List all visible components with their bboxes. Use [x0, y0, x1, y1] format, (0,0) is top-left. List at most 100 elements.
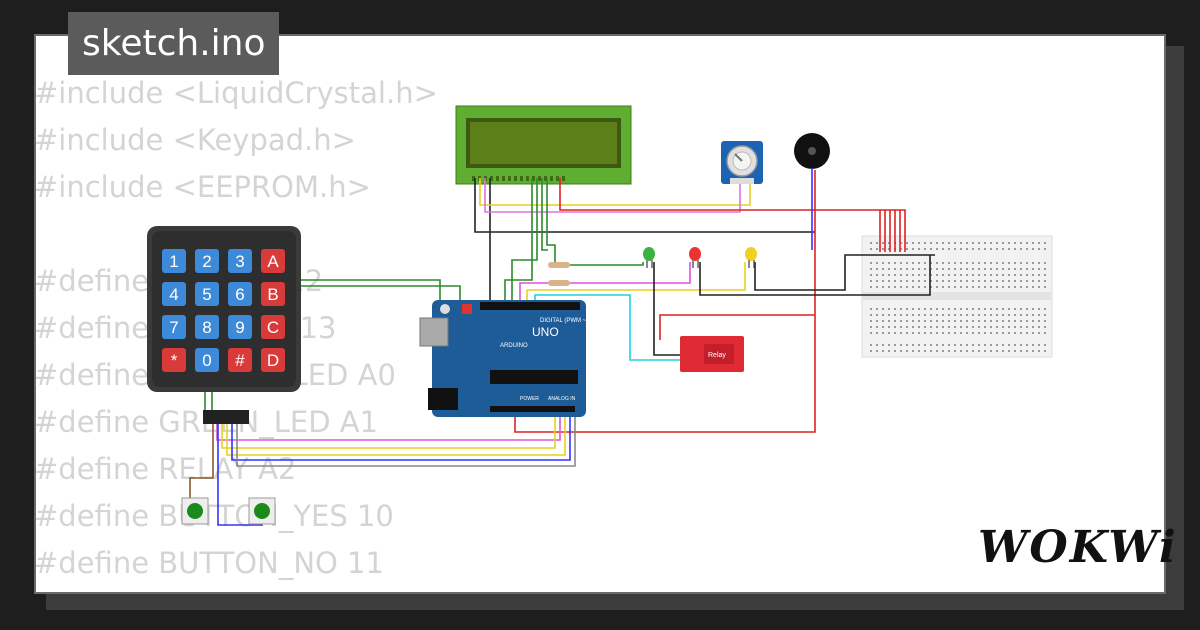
breadboard-hole — [1038, 280, 1040, 282]
lcd-display[interactable] — [455, 105, 632, 185]
keypad-key[interactable] — [228, 249, 252, 273]
breadboard-hole — [1002, 314, 1004, 316]
keypad-key[interactable] — [261, 282, 285, 306]
keypad-key[interactable] — [195, 315, 219, 339]
arduino-uno[interactable]: DIGITAL (PWM ~) UNO ARDUINO POWER ANALOG… — [419, 300, 588, 417]
breadboard-hole — [1032, 344, 1034, 346]
breadboard-hole — [1002, 268, 1004, 270]
breadboard-hole — [918, 280, 920, 282]
board-brand: ARDUINO — [500, 343, 528, 349]
breadboard-hole — [1020, 248, 1022, 250]
relay-module[interactable]: Relay — [680, 336, 744, 372]
led-green[interactable] — [643, 247, 655, 268]
breadboard-hole — [882, 344, 884, 346]
breadboard-hole — [882, 314, 884, 316]
breadboard-hole — [876, 320, 878, 322]
keypad-key[interactable] — [162, 249, 186, 273]
pushbutton-icon[interactable] — [181, 497, 209, 525]
keypad-key[interactable] — [195, 249, 219, 273]
breadboard-hole — [888, 242, 890, 244]
breadboard-hole — [888, 286, 890, 288]
breadboard-hole — [1008, 262, 1010, 264]
pushbutton-icon[interactable] — [248, 497, 276, 525]
breadboard-hole — [990, 350, 992, 352]
breadboard-hole — [954, 280, 956, 282]
breadboard-hole — [888, 350, 890, 352]
breadboard-hole — [1014, 280, 1016, 282]
breadboard-hole — [870, 268, 872, 270]
keypad-key[interactable] — [228, 315, 252, 339]
breadboard-hole — [1044, 242, 1046, 244]
breadboard-hole — [1008, 320, 1010, 322]
code-line: #include <LiquidCrystal.h> — [34, 76, 438, 110]
breadboard-hole — [918, 326, 920, 328]
breadboard-hole — [888, 274, 890, 276]
breadboard-hole — [978, 314, 980, 316]
breadboard-hole — [1038, 274, 1040, 276]
keypad-key[interactable] — [261, 249, 285, 273]
keypad-key[interactable] — [261, 348, 285, 372]
breadboard-hole — [1014, 344, 1016, 346]
breadboard-hole — [906, 286, 908, 288]
breadboard-hole — [900, 308, 902, 310]
breadboard-hole — [996, 274, 998, 276]
led-red[interactable] — [689, 247, 701, 268]
breadboard-hole — [978, 280, 980, 282]
analog-label: ANALOG IN — [548, 396, 576, 402]
keypad-key[interactable] — [162, 315, 186, 339]
breadboard-hole — [954, 350, 956, 352]
breadboard-hole — [972, 242, 974, 244]
lcd-pin — [502, 176, 505, 181]
keypad-key[interactable] — [228, 282, 252, 306]
breadboard-hole — [876, 280, 878, 282]
breadboard-hole — [918, 268, 920, 270]
breadboard-hole — [876, 248, 878, 250]
board-model: UNO — [532, 325, 559, 339]
digital-label: DIGITAL (PWM ~) — [540, 318, 588, 324]
buzzer-icon[interactable] — [794, 133, 830, 169]
breadboard-hole — [912, 280, 914, 282]
keypad-key-label: * — [171, 351, 178, 370]
relay-label: Relay — [708, 352, 726, 359]
breadboard-hole — [882, 262, 884, 264]
breadboard-hole — [870, 332, 872, 334]
breadboard-hole — [918, 248, 920, 250]
lcd-pin — [490, 176, 493, 181]
breadboard-hole — [1026, 280, 1028, 282]
resistor[interactable] — [548, 262, 570, 286]
breadboard-hole — [990, 242, 992, 244]
breadboard-hole — [882, 268, 884, 270]
breadboard-hole — [906, 274, 908, 276]
breadboard-hole — [1020, 314, 1022, 316]
keypad-key[interactable] — [195, 282, 219, 306]
breadboard-hole — [1044, 280, 1046, 282]
breadboard-hole — [900, 268, 902, 270]
breadboard-hole — [1008, 308, 1010, 310]
breadboard-hole — [1014, 332, 1016, 334]
keypad-key[interactable] — [162, 348, 186, 372]
keypad-key[interactable] — [162, 282, 186, 306]
breadboard-hole — [876, 274, 878, 276]
breadboard-hole — [1026, 314, 1028, 316]
keypad-key[interactable] — [261, 315, 285, 339]
led-yellow[interactable] — [745, 247, 757, 268]
breadboard-hole — [966, 280, 968, 282]
breadboard-hole — [1002, 280, 1004, 282]
breadboard-hole — [906, 262, 908, 264]
breadboard-hole — [900, 350, 902, 352]
keypad-key-label: # — [235, 351, 245, 370]
keypad-key[interactable] — [228, 348, 252, 372]
breadboard-hole — [978, 262, 980, 264]
breadboard-hole — [990, 344, 992, 346]
breadboard-hole — [984, 274, 986, 276]
breadboard-hole — [996, 268, 998, 270]
breadboard-hole — [972, 286, 974, 288]
keypad-key[interactable] — [195, 348, 219, 372]
breadboard-hole — [894, 314, 896, 316]
breadboard[interactable] — [861, 235, 1053, 358]
breadboard-hole — [948, 308, 950, 310]
potentiometer-icon[interactable] — [721, 141, 763, 184]
breadboard-hole — [912, 308, 914, 310]
